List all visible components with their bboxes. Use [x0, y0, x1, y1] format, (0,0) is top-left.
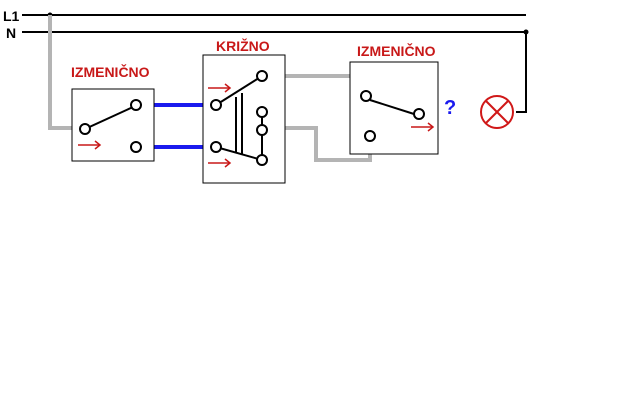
switch-right-title: IZMENIČNO	[357, 42, 436, 59]
neutral-lamp-wire	[516, 32, 527, 113]
switch-right-terminal-common	[413, 108, 425, 120]
switch-middle-terminal-out-bottom	[256, 154, 268, 166]
question-mark: ?	[444, 97, 456, 119]
switch-middle-title: KRIŽNO	[216, 37, 270, 54]
switch-middle	[202, 54, 286, 184]
switch-middle-contact-lower	[256, 124, 268, 136]
switch-right-terminal-top	[360, 90, 372, 102]
switch-left-arrow-icon	[78, 140, 102, 150]
switch-right-lever	[369, 99, 415, 115]
switch-left-terminal-common	[79, 123, 91, 135]
switch-middle-arrow-top-icon	[208, 83, 232, 93]
switch-middle-terminal-in-top	[210, 99, 222, 111]
lamp-icon	[480, 95, 514, 129]
switch-middle-terminal-out-top	[256, 70, 268, 82]
l1-label: L1	[3, 8, 20, 24]
switch-left	[71, 88, 155, 162]
switch-middle-arrow-bottom-icon	[208, 158, 232, 168]
switch-left-lever	[84, 106, 134, 130]
switch-left-terminal-bottom	[130, 141, 142, 153]
switch-right	[349, 61, 439, 155]
switch-left-title: IZMENIČNO	[71, 63, 150, 80]
n-label: N	[6, 25, 16, 41]
switch-left-terminal-top	[130, 99, 142, 111]
switch-middle-mechanism	[215, 75, 263, 161]
switch-right-arrow-icon	[411, 122, 435, 132]
switch-middle-box	[202, 54, 286, 184]
switch-right-terminal-bottom	[364, 130, 376, 142]
switch-middle-contact-upper	[256, 106, 268, 118]
switch-middle-terminal-in-bottom	[210, 141, 222, 153]
